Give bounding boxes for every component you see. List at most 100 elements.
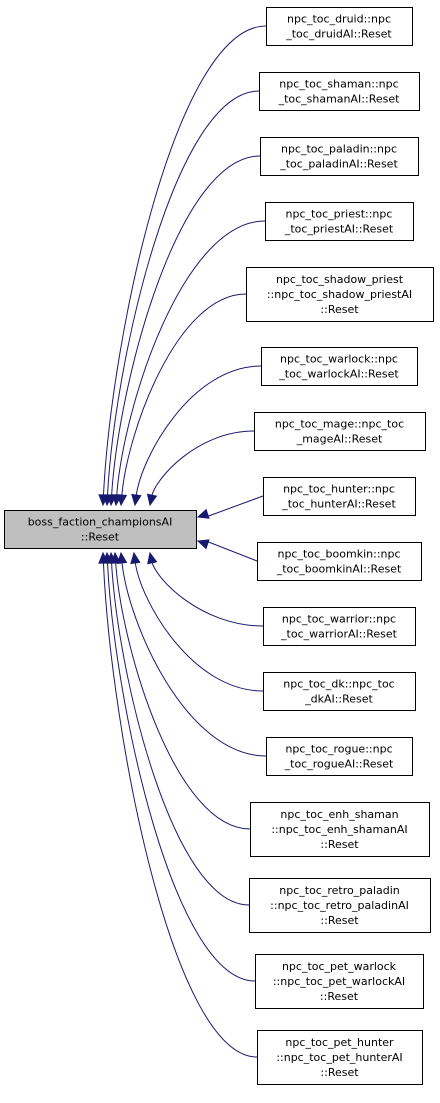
call-edge [116, 220, 266, 497]
caller-function-node[interactable]: npc_toc_druid::npc_toc_druidAI::Reset [266, 7, 413, 46]
call-edge [111, 561, 250, 906]
caller-function-node-label-line: _dkAI::Reset [304, 693, 373, 706]
caller-function-node-label-line: npc_toc_pet_warlock [282, 960, 397, 973]
caller-function-node-box [260, 137, 419, 176]
call-edge [121, 561, 267, 757]
caller-function-node-label-line: npc_toc_pet_hunter [285, 1036, 394, 1049]
caller-function-node-label-line: _toc_paladinAI::Reset [279, 158, 398, 171]
caller-function-node-label-line: ::npc_toc_retro_paladinAI [270, 899, 409, 912]
caller-function-node[interactable]: npc_toc_enh_shaman::npc_toc_enh_shamanAI… [250, 802, 430, 857]
caller-function-node-label-line: _toc_warriorAI::Reset [280, 628, 398, 641]
caller-function-node-label-line: npc_toc_druid::npc [287, 13, 391, 26]
caller-function-node-box [254, 412, 426, 451]
caller-function-node-label-line: ::npc_toc_pet_warlockAI [273, 975, 405, 988]
caller-function-node-label-line: ::Reset [320, 838, 359, 851]
caller-function-node-label-line: npc_toc_retro_paladin [279, 884, 400, 897]
call-edge [111, 155, 261, 497]
arrowhead [116, 551, 128, 564]
caller-function-node-box [246, 267, 434, 322]
caller-function-node-label-line: _toc_shamanAI::Reset [278, 93, 401, 106]
caller-function-node[interactable]: npc_toc_pet_warlock::npc_toc_pet_warlock… [255, 954, 424, 1009]
caller-function-node-label-line: npc_toc_warrior::npc [282, 613, 396, 626]
caller-function-node-box [263, 607, 416, 646]
call-edges [98, 25, 267, 1058]
arrowhead [98, 551, 109, 564]
caller-function-node-label-line: _toc_rogueAI::Reset [284, 758, 394, 771]
arrowhead [147, 551, 158, 565]
caller-function-node-box [265, 202, 414, 241]
caller-function-node-label-line: ::Reset [320, 303, 359, 316]
caller-function-node-label-line: npc_toc_warlock::npc [280, 353, 398, 366]
caller-function-node[interactable]: npc_toc_rogue::npc_toc_rogueAI::Reset [266, 737, 413, 776]
caller-function-node[interactable]: npc_toc_boomkin::npc_toc_boomkinAI::Rese… [257, 542, 422, 581]
caller-function-node[interactable]: npc_toc_mage::npc_toc_mageAI::Reset [254, 412, 426, 451]
arrowhead [146, 493, 158, 507]
call-edge [205, 495, 264, 518]
caller-function-node[interactable]: npc_toc_warrior::npc_toc_warriorAI::Rese… [263, 607, 416, 646]
call-edge [121, 293, 247, 497]
caller-function-node[interactable]: npc_toc_hunter::npc_toc_hunterAI::Reset [263, 477, 416, 516]
caller-function-node-label-line: _mageAI::Reset [296, 433, 383, 446]
caller-function-node-label-line: ::npc_toc_pet_hunterAI [276, 1051, 402, 1064]
call-edge [151, 561, 264, 627]
caller-function-node-label-line: npc_toc_boomkin::npc [277, 548, 400, 561]
caller-function-node-label-line: _toc_warlockAI::Reset [278, 368, 399, 381]
arrowhead [131, 493, 142, 507]
call-edge [151, 430, 255, 497]
caller-function-node-box [257, 542, 422, 581]
caller-function-node-label-line: ::npc_toc_shadow_priestAI [267, 288, 412, 301]
call-edge [102, 25, 267, 497]
root-function-node-label-line: ::Reset [81, 531, 120, 544]
caller-function-node-label-line: _toc_hunterAI::Reset [281, 498, 396, 511]
caller-function-node-box [259, 72, 420, 111]
caller-function-node[interactable]: npc_toc_retro_paladin::npc_toc_retro_pal… [249, 878, 431, 933]
caller-function-node[interactable]: npc_toc_shadow_priest::npc_toc_shadow_pr… [246, 267, 434, 322]
caller-function-node-label-line: ::Reset [320, 1066, 359, 1079]
caller-function-node-label-line: npc_toc_paladin::npc [281, 143, 397, 156]
caller-function-node-label-line: npc_toc_priest::npc [286, 208, 393, 221]
caller-function-node-label-line: npc_toc_hunter::npc [283, 483, 395, 496]
caller-function-node-label-line: ::Reset [320, 914, 359, 927]
caller-function-node-label-line: _toc_druidAI::Reset [285, 28, 392, 41]
arrowhead [116, 494, 128, 507]
caller-function-node-label-line: npc_toc_dk::npc_toc [283, 678, 394, 691]
caller-function-node-box [263, 672, 416, 711]
caller-function-node[interactable]: npc_toc_paladin::npc_toc_paladinAI::Rese… [260, 137, 419, 176]
call-edge [205, 540, 258, 562]
call-edge [115, 561, 251, 830]
caller-function-node[interactable]: npc_toc_shaman::npc_toc_shamanAI::Reset [259, 72, 420, 111]
caller-function-node-label-line: ::Reset [320, 990, 359, 1003]
caller-function-node-box [261, 347, 418, 386]
caller-function-node-label-line: npc_toc_shadow_priest [276, 273, 404, 286]
caller-function-node-box [263, 477, 416, 516]
caller-function-node-label-line: npc_toc_shaman::npc [279, 78, 398, 91]
caller-function-node-box [250, 802, 430, 857]
caller-function-node-label-line: npc_toc_enh_shaman [280, 808, 398, 821]
arrowhead [196, 508, 210, 519]
root-function-node[interactable]: boss_faction_championsAI::Reset [4, 510, 197, 549]
root-function-node-label-line: boss_faction_championsAI [28, 516, 173, 529]
graph-nodes: boss_faction_championsAI::Resetnpc_toc_d… [4, 7, 434, 1085]
caller-function-node-box [266, 7, 413, 46]
caller-function-node-box [255, 954, 424, 1009]
caller-function-node[interactable]: npc_toc_pet_hunter::npc_toc_pet_hunterAI… [257, 1030, 423, 1085]
caller-function-node-label-line: npc_toc_mage::npc_toc [275, 418, 404, 431]
arrowhead [196, 539, 210, 550]
call-edge [135, 365, 262, 497]
arrowhead [130, 551, 141, 565]
caller-function-node-box [266, 737, 413, 776]
call-edge [106, 561, 256, 982]
caller-function-node[interactable]: npc_toc_priest::npc_toc_priestAI::Reset [265, 202, 414, 241]
call-edge [102, 561, 258, 1058]
caller-function-node[interactable]: npc_toc_warlock::npc_toc_warlockAI::Rese… [261, 347, 418, 386]
caller-function-node[interactable]: npc_toc_dk::npc_toc_dkAI::Reset [263, 672, 416, 711]
root-function-node-box [4, 510, 197, 549]
call-edge [106, 90, 260, 497]
caller-function-node-label-line: _toc_boomkinAI::Reset [276, 563, 402, 576]
caller-function-node-box [257, 1030, 423, 1085]
call-edge [134, 561, 264, 692]
caller-function-node-box [249, 878, 431, 933]
caller-function-node-label-line: ::npc_toc_enh_shamanAI [271, 823, 407, 836]
caller-function-node-label-line: _toc_priestAI::Reset [284, 223, 394, 236]
